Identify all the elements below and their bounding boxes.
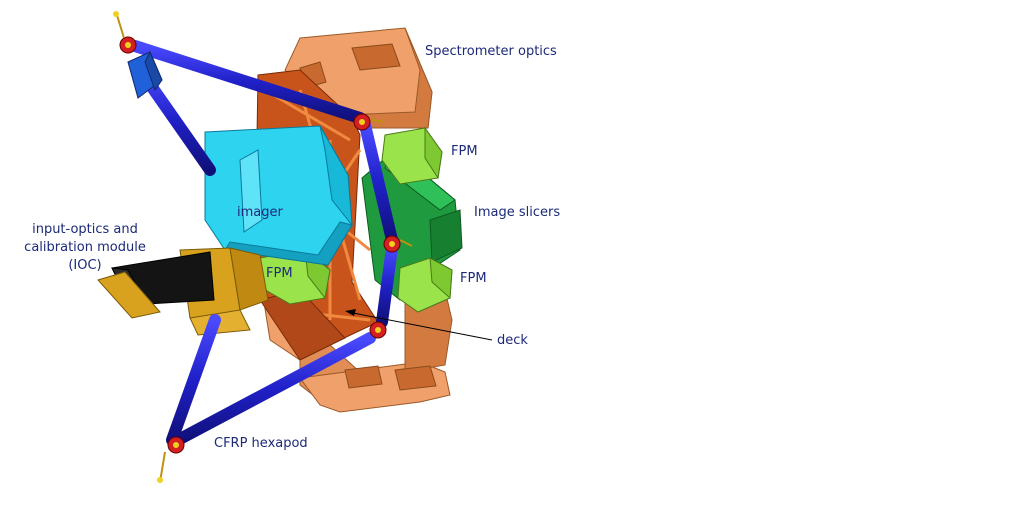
label-cfrp-hexapod: CFRP hexapod bbox=[214, 436, 308, 451]
label-ioc: input-optics and calibration module (IOC… bbox=[24, 222, 146, 273]
fpm-block-right bbox=[397, 257, 453, 313]
label-fpm-top: FPM bbox=[451, 144, 478, 159]
ioc-module bbox=[97, 247, 269, 336]
label-fpm-left: FPM bbox=[266, 266, 293, 281]
end-fittings bbox=[113, 11, 413, 483]
label-fpm-right: FPM bbox=[460, 271, 487, 286]
fpm-block-top bbox=[381, 126, 443, 185]
label-image-slicers: Image slicers bbox=[474, 205, 561, 220]
top-bracket bbox=[127, 50, 163, 99]
label-imager: imager bbox=[237, 205, 283, 220]
hexapod-struts bbox=[129, 40, 398, 446]
label-spectrometer-optics: Spectrometer optics bbox=[425, 44, 557, 59]
strut-joints bbox=[119, 36, 401, 454]
imager-block bbox=[204, 125, 353, 266]
deck-pointer bbox=[345, 309, 493, 341]
label-deck: deck bbox=[497, 333, 528, 348]
